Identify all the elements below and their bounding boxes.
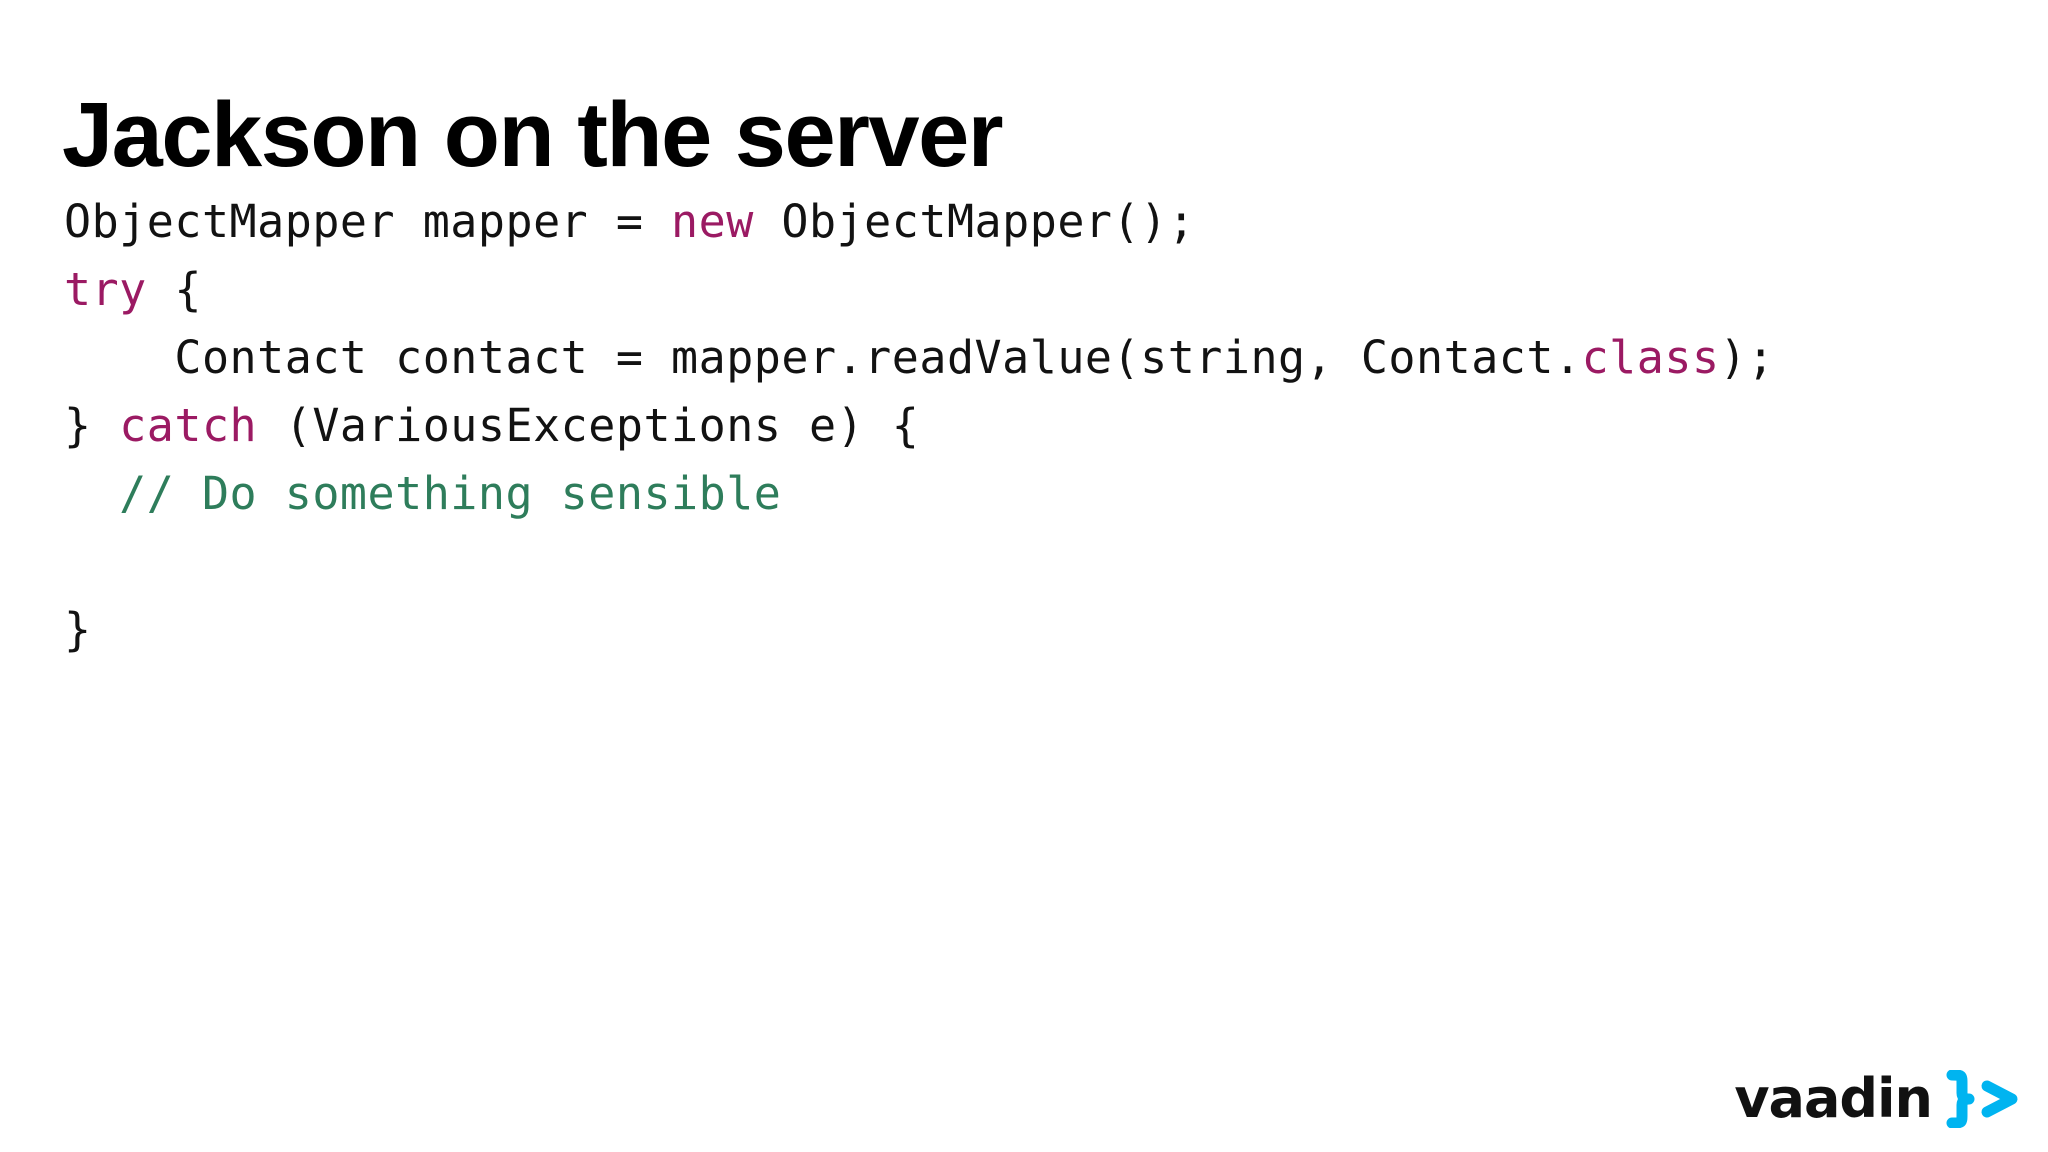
code-line: ObjectMapper mapper = new ObjectMapper()… (64, 188, 2024, 256)
code-token-keyword: class (1581, 331, 1720, 384)
page-title: Jackson on the server (62, 83, 1004, 186)
code-token-plain: { (146, 263, 202, 316)
code-token-plain: } (64, 399, 120, 452)
code-line: // Do something sensible (64, 460, 2024, 528)
code-token-keyword: catch (119, 399, 258, 452)
vaadin-brackets-icon (1946, 1070, 2018, 1128)
code-block: ObjectMapper mapper = new ObjectMapper()… (64, 188, 2024, 664)
code-line: Contact contact = mapper.readValue(strin… (64, 324, 2024, 392)
code-token-plain: Contact contact = mapper.readValue(strin… (64, 331, 1582, 384)
code-token-plain: ); (1719, 331, 1775, 384)
code-token-plain: } (64, 603, 92, 656)
code-token-plain: ObjectMapper(); (753, 195, 1196, 248)
code-token-keyword: new (671, 195, 754, 248)
code-line: } catch (VariousExceptions e) { (64, 392, 2024, 460)
vaadin-wordmark: vaadin (1734, 1067, 1933, 1130)
code-line: try { (64, 256, 2024, 324)
code-token-comment: // Do something sensible (64, 467, 782, 520)
code-token-plain: (VariousExceptions e) { (257, 399, 920, 452)
vaadin-logo: vaadin (1734, 1068, 2024, 1130)
code-line: } (64, 596, 2024, 664)
code-token-plain: ObjectMapper mapper = (64, 195, 672, 248)
code-line (64, 528, 2024, 596)
code-token-keyword: try (64, 263, 147, 316)
